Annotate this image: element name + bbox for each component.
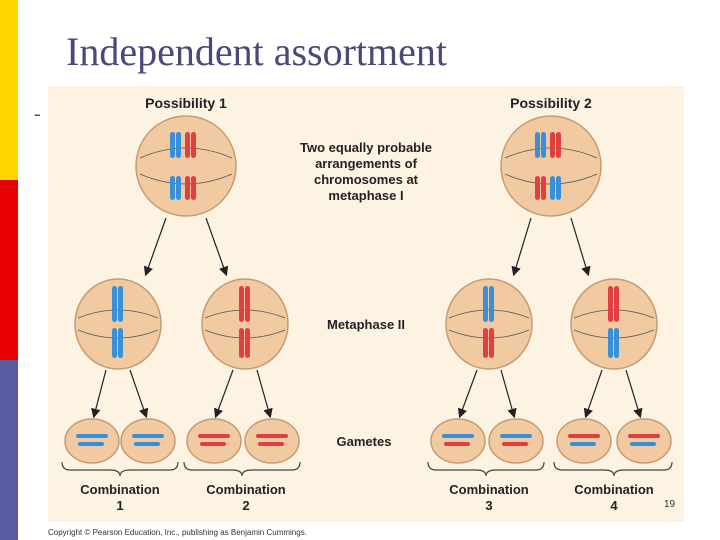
gametes-label: Gametes	[337, 434, 392, 449]
slide-title: Independent assortment	[66, 29, 447, 74]
metaphase-ii-cell-2	[201, 278, 289, 370]
copyright-notice: Copyright © Pearson Education, Inc., pub…	[48, 528, 307, 537]
combination-2-number: 2	[242, 498, 249, 513]
sidebar-red	[0, 180, 18, 360]
center-label: Two equally probable arrangements of chr…	[300, 140, 432, 203]
metaphase-ii-cell-1	[74, 278, 162, 370]
center-label-line-2: arrangements of	[315, 156, 418, 171]
sidebar-blue	[0, 360, 18, 540]
independent-assortment-diagram: Possibility 1 Possibility 2 Two equally …	[48, 86, 684, 522]
metaphase-ii-cell-3	[445, 278, 533, 370]
combination-brackets	[61, 461, 673, 477]
bullet-marker: -	[34, 103, 41, 125]
combination-1-label: Combination	[80, 482, 159, 497]
metaphase-i-cell-1	[135, 115, 237, 217]
combination-2-label: Combination	[206, 482, 285, 497]
center-label-line-4: metaphase I	[328, 188, 403, 203]
metaphase-ii-label: Metaphase II	[327, 317, 405, 332]
gamete-4	[244, 418, 300, 464]
combination-1-number: 1	[116, 498, 123, 513]
combination-labels: Combination 1 Combination 2 Combination …	[80, 482, 653, 513]
metaphase-i-cell-2	[500, 115, 602, 217]
possibility-1-label: Possibility 1	[145, 95, 227, 111]
metaphase-ii-cell-4	[570, 278, 658, 370]
bracket-2	[183, 461, 301, 477]
combination-3-number: 3	[485, 498, 492, 513]
gamete-1	[64, 418, 120, 464]
sidebar-yellow	[0, 0, 18, 180]
center-label-line-3: chromosomes at	[314, 172, 419, 187]
gamete-6	[488, 418, 544, 464]
possibility-2-label: Possibility 2	[510, 95, 592, 111]
combination-4-label: Combination	[574, 482, 653, 497]
center-label-line-1: Two equally probable	[300, 140, 432, 155]
gamete-8	[616, 418, 672, 464]
bracket-4	[553, 461, 673, 477]
combination-4-number: 4	[610, 498, 618, 513]
bracket-3	[427, 461, 545, 477]
bracket-1	[61, 461, 179, 477]
gamete-7	[556, 418, 612, 464]
arrows-to-metaphase-ii	[143, 217, 591, 277]
gamete-2	[120, 418, 176, 464]
combination-3-label: Combination	[449, 482, 528, 497]
gamete-5	[430, 418, 486, 464]
arrows-to-gametes	[91, 369, 643, 419]
gamete-3	[186, 418, 242, 464]
page-number: 19	[664, 499, 676, 510]
